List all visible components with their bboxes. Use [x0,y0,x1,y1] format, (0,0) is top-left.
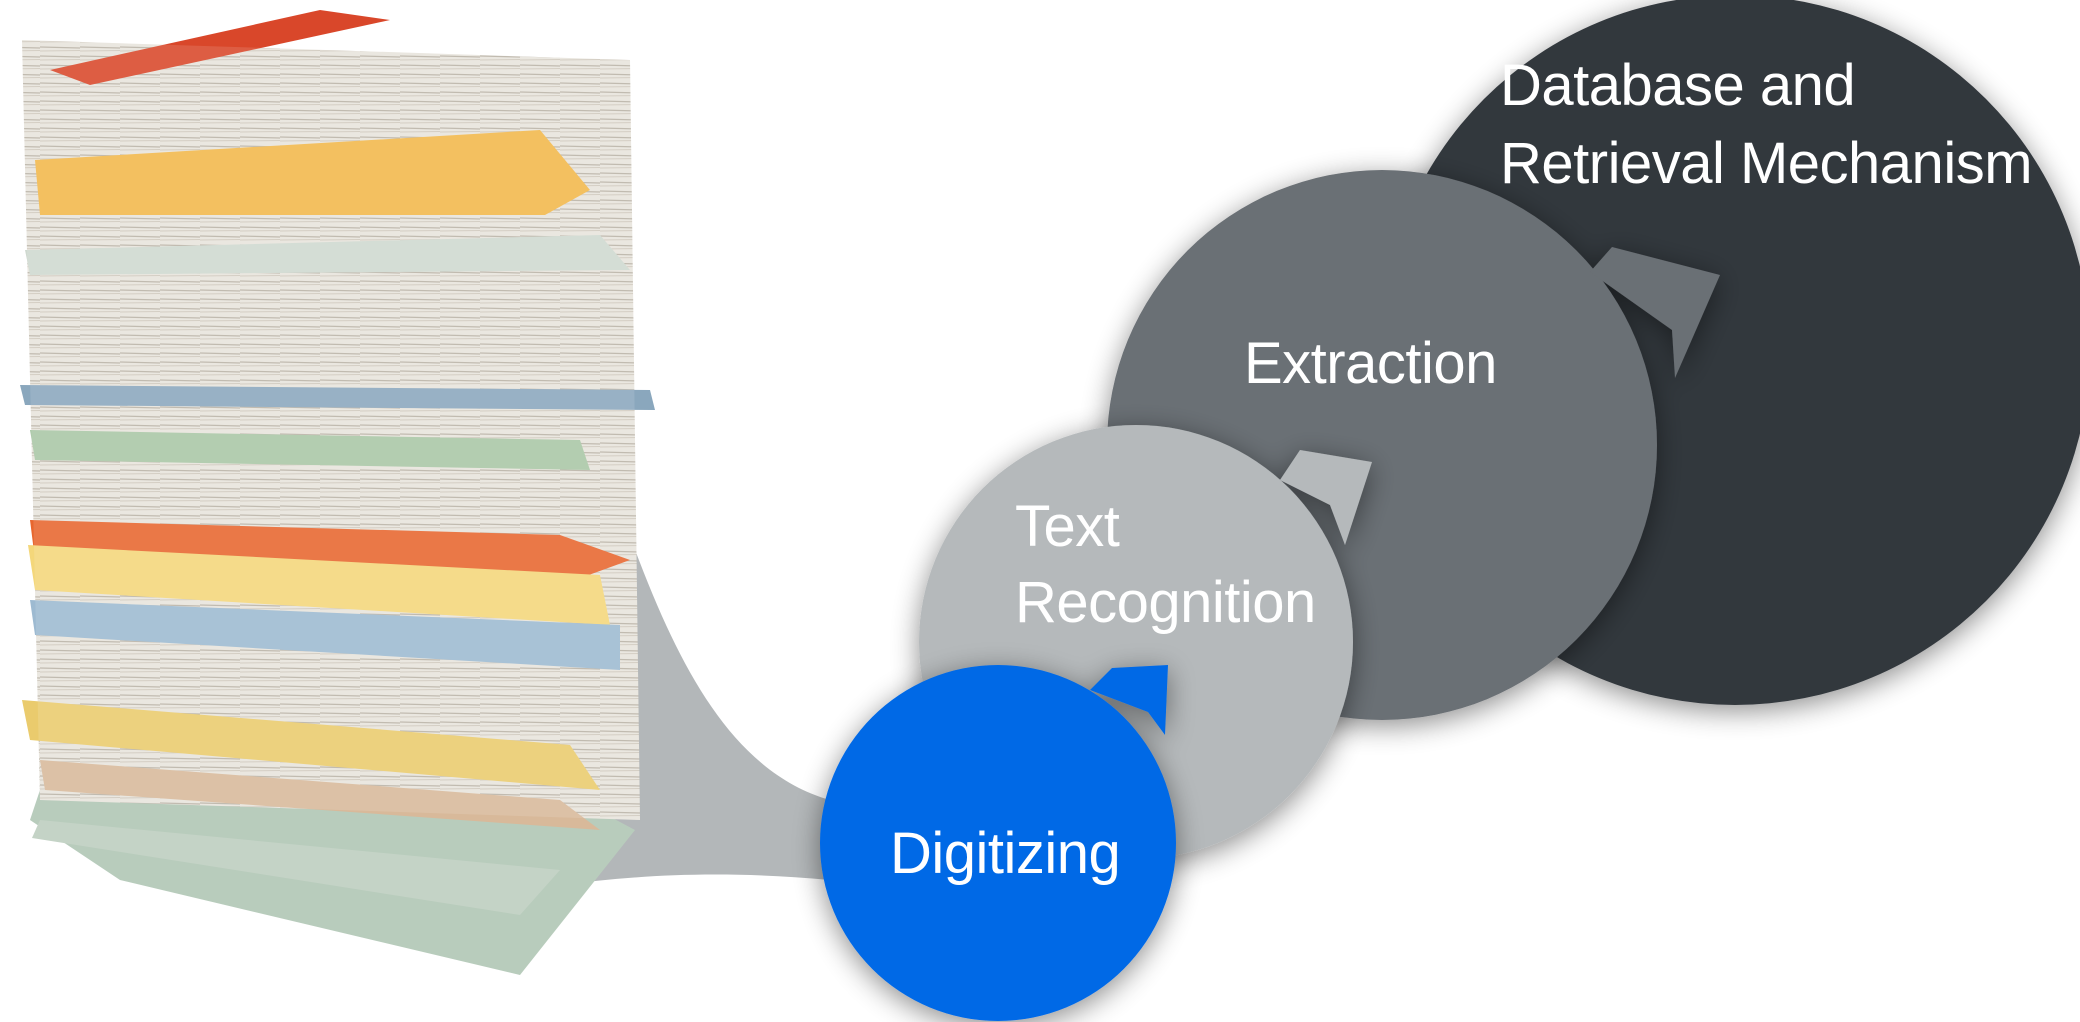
database-label: Database and Retrieval Mechanism [1500,53,2033,196]
paper-stack-image [20,10,655,975]
text-recognition-label: Text Recognition [1015,494,1316,635]
digitizing-label: Digitizing [890,821,1121,886]
arrow-to-text-recognition-icon [1090,665,1168,735]
digitizing-stage [820,665,1176,1021]
arrow-to-database-icon [1590,247,1720,378]
extraction-label: Extraction [1244,331,1497,396]
arrow-to-extraction-icon [1280,450,1372,545]
